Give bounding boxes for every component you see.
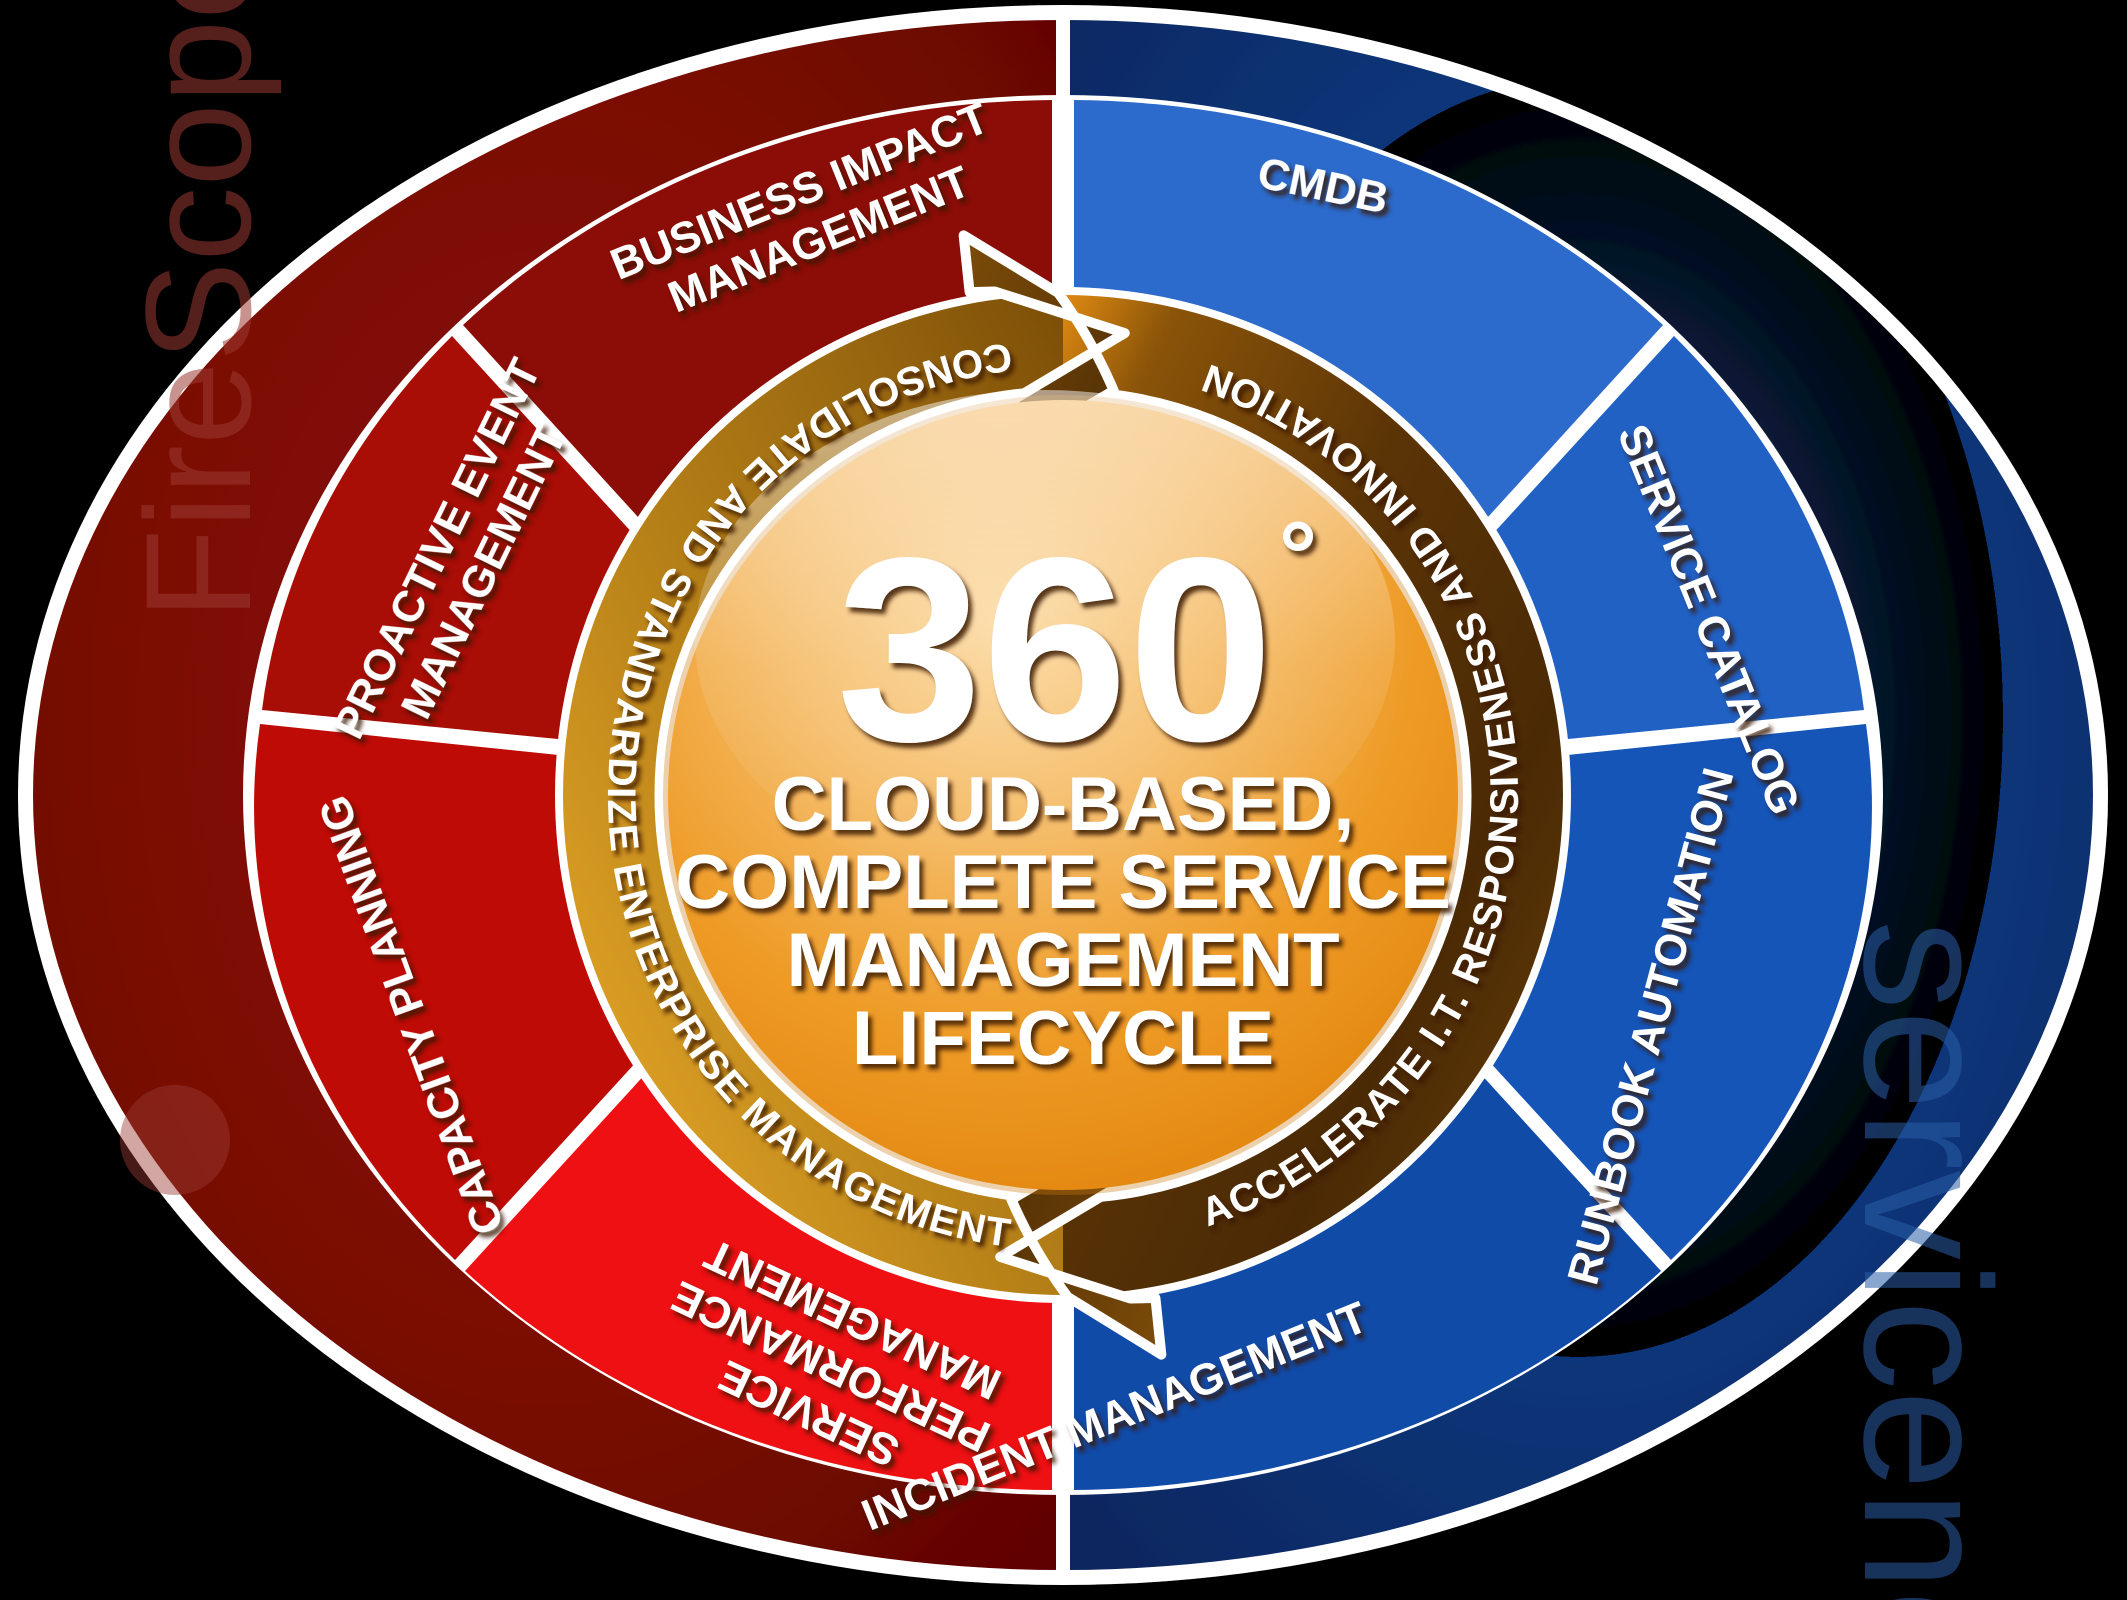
center-line-2: COMPLETE SERVICE [675,840,1451,925]
center-text-block: 360 ° CLOUD-BASED, COMPLETE SERVICE MANA… [675,502,1451,1081]
watermark-firescope-dot [120,1085,230,1195]
center-line-1: CLOUD-BASED, [772,762,1355,847]
degree-symbol: ° [1279,502,1317,609]
center-line-4: LIFECYCLE [852,996,1274,1081]
watermark-servicenow: servicenow [1826,920,2027,1600]
watermark-group: FireScope servicenow [114,0,2027,1600]
segment-business-impact-management[interactable] [463,100,1052,585]
center-line-3: MANAGEMENT [786,918,1339,1003]
ring-half-accelerate[interactable] [1063,295,1563,1295]
segment-incident-management[interactable] [1074,1011,1661,1490]
segment-service-performance-management[interactable] [465,1011,1052,1490]
center-big-number: 360 [836,503,1273,796]
center-sphere [663,390,1463,1195]
watermark-firescope: FireScope [114,0,282,620]
ring-half-consolidate[interactable] [563,295,1063,1295]
segment-cmdb[interactable] [1074,100,1663,585]
